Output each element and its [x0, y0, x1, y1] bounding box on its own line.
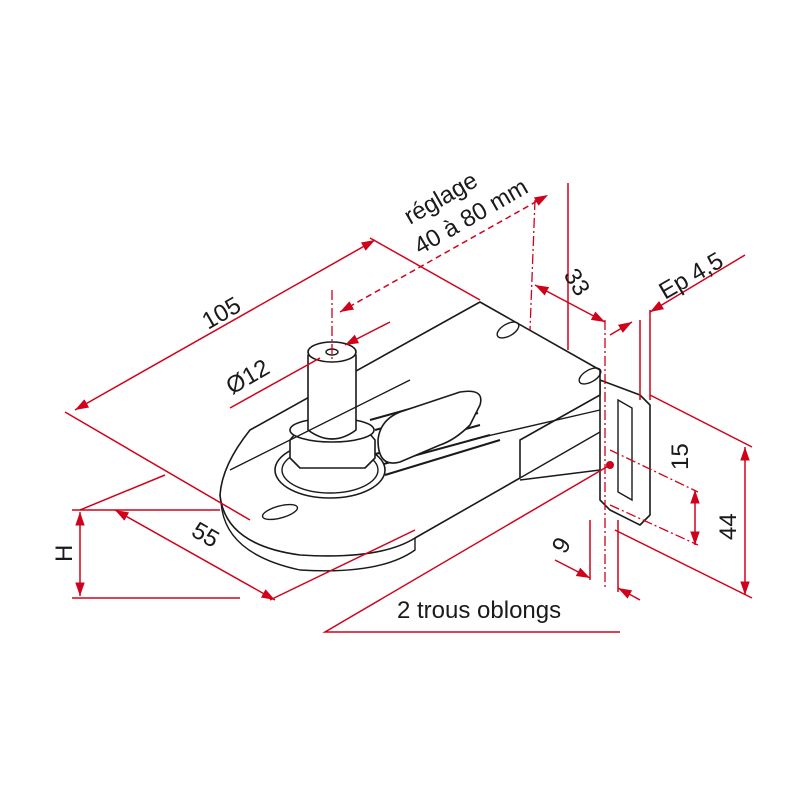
- label-bracket-height: 44: [715, 513, 742, 540]
- plate-slot-1: [496, 321, 520, 339]
- dimension-lines: [64, 183, 753, 633]
- dim-55: [114, 509, 276, 601]
- dim-105: [74, 239, 376, 411]
- pivot-pin: [307, 354, 357, 440]
- dim-33: [534, 284, 606, 323]
- label-height: H: [51, 545, 78, 562]
- dim-diam-a: [229, 357, 321, 409]
- label-thickness: Ep 4,5: [655, 247, 729, 305]
- slots-leader: [322, 464, 620, 633]
- adjust-slot: [377, 390, 482, 464]
- label-offset: 33: [558, 264, 595, 301]
- label-slots-note: 2 trous oblongs: [397, 597, 561, 624]
- label-slot-width: 9: [547, 533, 577, 558]
- plate-slot-2: [578, 367, 602, 385]
- dim-9: [554, 559, 591, 579]
- vertical-flange: [599, 379, 651, 526]
- bracket-part: [219, 301, 651, 572]
- label-diameter: Ø12: [222, 354, 275, 400]
- label-width: 55: [187, 517, 224, 554]
- dim-ep: [649, 254, 746, 313]
- label-length: 105: [198, 292, 246, 335]
- flange-slot: [617, 398, 633, 502]
- dim-adjust: [339, 194, 549, 313]
- label-slot-height: 15: [667, 443, 694, 470]
